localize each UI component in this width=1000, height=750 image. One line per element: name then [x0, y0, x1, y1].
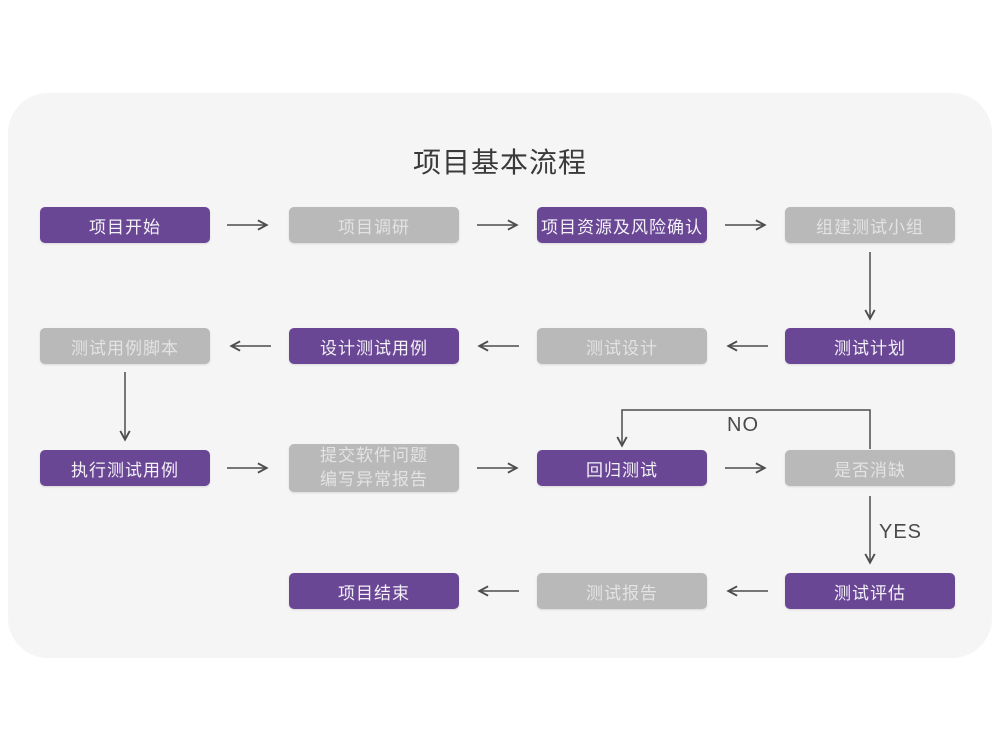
- node-design-test-case: 设计测试用例: [289, 328, 459, 364]
- node-project-research: 项目调研: [289, 207, 459, 243]
- node-build-test-team: 组建测试小组: [785, 207, 955, 243]
- edge-label-yes: YES: [879, 521, 923, 543]
- flowchart-card-background: [8, 93, 992, 658]
- node-test-evaluation: 测试评估: [785, 573, 955, 609]
- node-submit-issues-line2: 编写异常报告: [320, 470, 428, 489]
- node-submit-issues-line1: 提交软件问题: [320, 446, 428, 465]
- node-test-report: 测试报告: [537, 573, 707, 609]
- node-regression-test: 回归测试: [537, 450, 707, 486]
- edge-label-no: NO: [727, 414, 759, 436]
- node-submit-issues-report: 提交软件问题 编写异常报告: [289, 444, 459, 492]
- node-execute-test-case: 执行测试用例: [40, 450, 210, 486]
- node-defect-cleared: 是否消缺: [785, 450, 955, 486]
- node-resource-risk-confirm: 项目资源及风险确认: [537, 207, 707, 243]
- node-test-case-script: 测试用例脚本: [40, 328, 210, 364]
- node-test-plan: 测试计划: [785, 328, 955, 364]
- node-test-design: 测试设计: [537, 328, 707, 364]
- page-title: 项目基本流程: [412, 147, 587, 178]
- node-project-end: 项目结束: [289, 573, 459, 609]
- node-project-start: 项目开始: [40, 207, 210, 243]
